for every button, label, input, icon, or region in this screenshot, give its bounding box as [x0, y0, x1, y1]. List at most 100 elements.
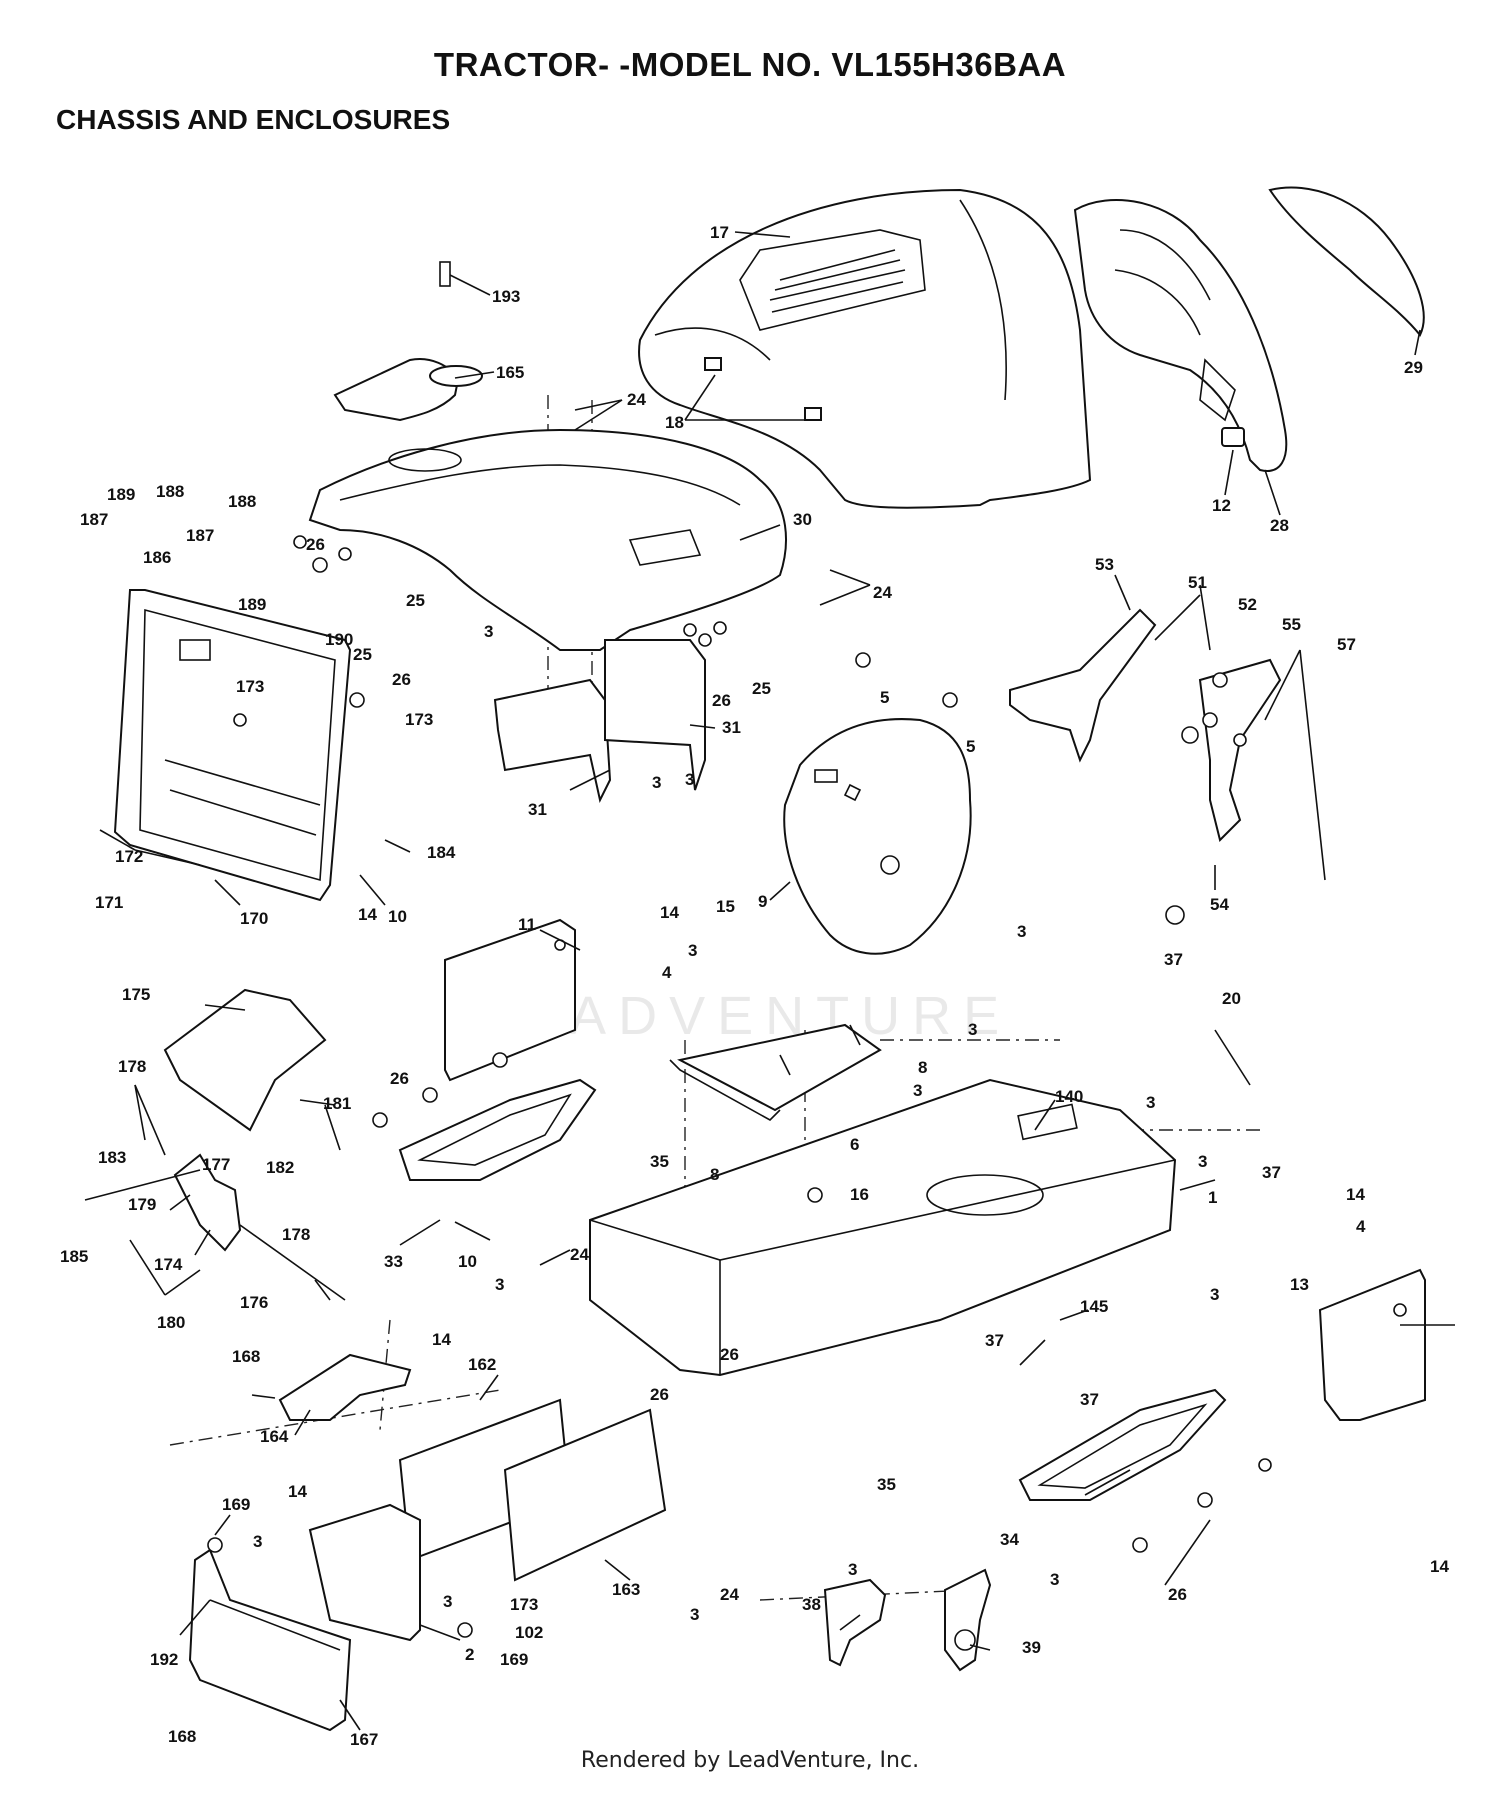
callout-30[interactable]: 30: [793, 510, 812, 529]
callout-182[interactable]: 182: [266, 1158, 294, 1177]
drawbar[interactable]: [278, 1353, 412, 1421]
callout-4[interactable]: 4: [662, 963, 672, 982]
callout-26[interactable]: 26: [650, 1385, 669, 1404]
callout-10[interactable]: 10: [458, 1252, 477, 1271]
callout-28[interactable]: 28: [1270, 516, 1289, 535]
callout-187[interactable]: 187: [186, 526, 214, 545]
dash-panel[interactable]: [308, 428, 787, 651]
callout-4[interactable]: 4: [1356, 1217, 1366, 1236]
callout-39[interactable]: 39: [1022, 1638, 1041, 1657]
side-panel-left[interactable]: [444, 918, 576, 1082]
hood-clip[interactable]: [1221, 427, 1245, 447]
callout-178[interactable]: 178: [282, 1225, 310, 1244]
callout-145[interactable]: 145: [1080, 1297, 1108, 1316]
callout-5[interactable]: 5: [966, 737, 975, 756]
callout-170[interactable]: 170: [240, 909, 268, 928]
callout-10[interactable]: 10: [388, 907, 407, 926]
callout-2[interactable]: 2: [465, 1645, 474, 1664]
callout-3[interactable]: 3: [652, 773, 661, 792]
callout-168[interactable]: 168: [232, 1347, 260, 1366]
callout-26[interactable]: 26: [306, 535, 325, 554]
callout-29[interactable]: 29: [1404, 358, 1423, 377]
bracket-39[interactable]: [944, 1568, 992, 1672]
callout-3[interactable]: 3: [685, 770, 694, 789]
callout-102[interactable]: 102: [515, 1623, 543, 1642]
callout-173[interactable]: 173: [236, 677, 264, 696]
steering-mount-plate[interactable]: [669, 1023, 882, 1121]
callout-14[interactable]: 14: [1346, 1185, 1365, 1204]
callout-37[interactable]: 37: [1164, 950, 1183, 969]
callout-14[interactable]: 14: [660, 903, 679, 922]
callout-192[interactable]: 192: [150, 1650, 178, 1669]
callout-37[interactable]: 37: [985, 1331, 1004, 1350]
callout-14[interactable]: 14: [432, 1330, 451, 1349]
callout-177[interactable]: 177: [202, 1155, 230, 1174]
fuel-cap-cover[interactable]: [333, 358, 483, 422]
callout-31[interactable]: 31: [722, 718, 741, 737]
rear-bumper[interactable]: [188, 1548, 352, 1732]
callout-53[interactable]: 53: [1095, 555, 1114, 574]
callout-162[interactable]: 162: [468, 1355, 496, 1374]
callout-26[interactable]: 26: [1168, 1585, 1187, 1604]
callout-33[interactable]: 33: [384, 1252, 403, 1271]
callout-26[interactable]: 26: [720, 1345, 739, 1364]
callout-169[interactable]: 169: [222, 1495, 250, 1514]
callout-3[interactable]: 3: [968, 1020, 977, 1039]
callout-176[interactable]: 176: [240, 1293, 268, 1312]
mounting-bracket-55[interactable]: [1198, 658, 1282, 842]
callout-185[interactable]: 185: [60, 1247, 88, 1266]
mounting-bracket-53[interactable]: [1009, 608, 1157, 763]
callout-3[interactable]: 3: [848, 1560, 857, 1579]
callout-174[interactable]: 174: [154, 1255, 183, 1274]
callout-3[interactable]: 3: [443, 1592, 452, 1611]
seat-pan[interactable]: [163, 988, 327, 1132]
callout-3[interactable]: 3: [913, 1081, 922, 1100]
callout-20[interactable]: 20: [1222, 989, 1241, 1008]
hood[interactable]: [638, 188, 1092, 509]
callout-180[interactable]: 180: [157, 1313, 185, 1332]
callout-52[interactable]: 52: [1238, 595, 1257, 614]
callout-38[interactable]: 38: [802, 1595, 821, 1614]
rear-bracket[interactable]: [308, 1503, 421, 1642]
callout-35[interactable]: 35: [877, 1475, 896, 1494]
callout-31[interactable]: 31: [528, 800, 547, 819]
callout-26[interactable]: 26: [392, 670, 411, 689]
callout-18[interactable]: 18: [665, 413, 684, 432]
callout-13[interactable]: 13: [1290, 1275, 1309, 1294]
callout-179[interactable]: 179: [128, 1195, 156, 1214]
callout-9[interactable]: 9: [758, 892, 767, 911]
callout-26[interactable]: 26: [390, 1069, 409, 1088]
callout-186[interactable]: 186: [143, 548, 171, 567]
support-bracket-right[interactable]: [604, 639, 706, 791]
callout-3[interactable]: 3: [688, 941, 697, 960]
callout-189[interactable]: 189: [238, 595, 266, 614]
callout-17[interactable]: 17: [710, 223, 729, 242]
callout-165[interactable]: 165: [496, 363, 524, 382]
callout-8[interactable]: 8: [710, 1165, 719, 1184]
callout-172[interactable]: 172: [115, 847, 143, 866]
callout-140[interactable]: 140: [1055, 1087, 1083, 1106]
callout-184[interactable]: 184: [427, 843, 456, 862]
footrest-left[interactable]: [398, 1078, 597, 1181]
callout-167[interactable]: 167: [350, 1730, 378, 1749]
callout-14[interactable]: 14: [288, 1482, 307, 1501]
callout-168[interactable]: 168: [168, 1727, 196, 1746]
callout-183[interactable]: 183: [98, 1148, 126, 1167]
callout-181[interactable]: 181: [323, 1094, 351, 1113]
callout-163[interactable]: 163: [612, 1580, 640, 1599]
callout-25[interactable]: 25: [406, 591, 425, 610]
callout-5[interactable]: 5: [880, 688, 889, 707]
side-panel-right[interactable]: [1318, 1268, 1426, 1421]
callout-175[interactable]: 175: [122, 985, 150, 1004]
callout-14[interactable]: 14: [1430, 1557, 1449, 1576]
callout-1[interactable]: 1: [1208, 1188, 1217, 1207]
callout-11[interactable]: 11: [518, 915, 536, 934]
callout-37[interactable]: 37: [1262, 1163, 1281, 1182]
callout-3[interactable]: 3: [484, 622, 493, 641]
callout-3[interactable]: 3: [1146, 1093, 1155, 1112]
callout-14[interactable]: 14: [358, 905, 377, 924]
callout-24[interactable]: 24: [873, 583, 892, 602]
callout-3[interactable]: 3: [495, 1275, 504, 1294]
callout-188[interactable]: 188: [228, 492, 256, 511]
callout-25[interactable]: 25: [353, 645, 372, 664]
